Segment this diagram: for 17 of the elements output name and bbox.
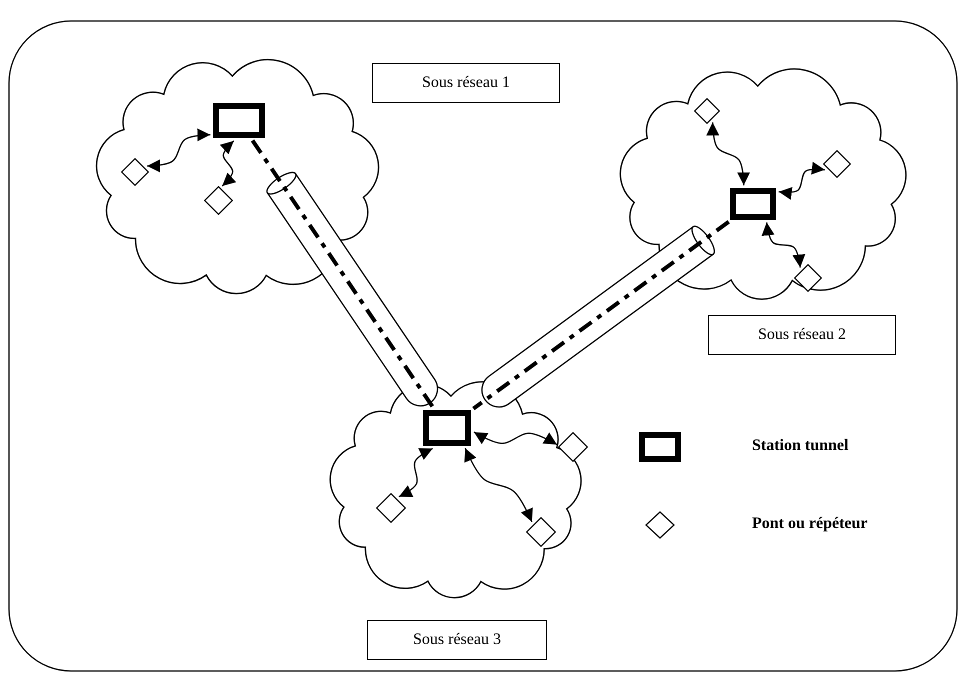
tunnel-station-box <box>423 410 471 446</box>
arrow <box>147 128 210 172</box>
arrow <box>464 448 533 522</box>
tunnel-station-box <box>730 188 776 220</box>
subnet-label: Sous réseau 1 <box>372 63 560 103</box>
legend-label: Station tunnel <box>752 437 848 455</box>
arrow <box>220 140 236 187</box>
arrow <box>762 222 806 268</box>
arrow <box>398 448 433 498</box>
arrow <box>778 162 825 200</box>
subnet-label: Sous réseau 3 <box>367 620 547 660</box>
arrow <box>706 122 750 186</box>
tunnel-station-box <box>213 103 265 138</box>
tunnel-line <box>250 139 435 409</box>
legend-label: Pont ou répéteur <box>752 515 868 533</box>
subnet-label: Sous réseau 2 <box>708 315 896 355</box>
arrow <box>474 432 558 446</box>
